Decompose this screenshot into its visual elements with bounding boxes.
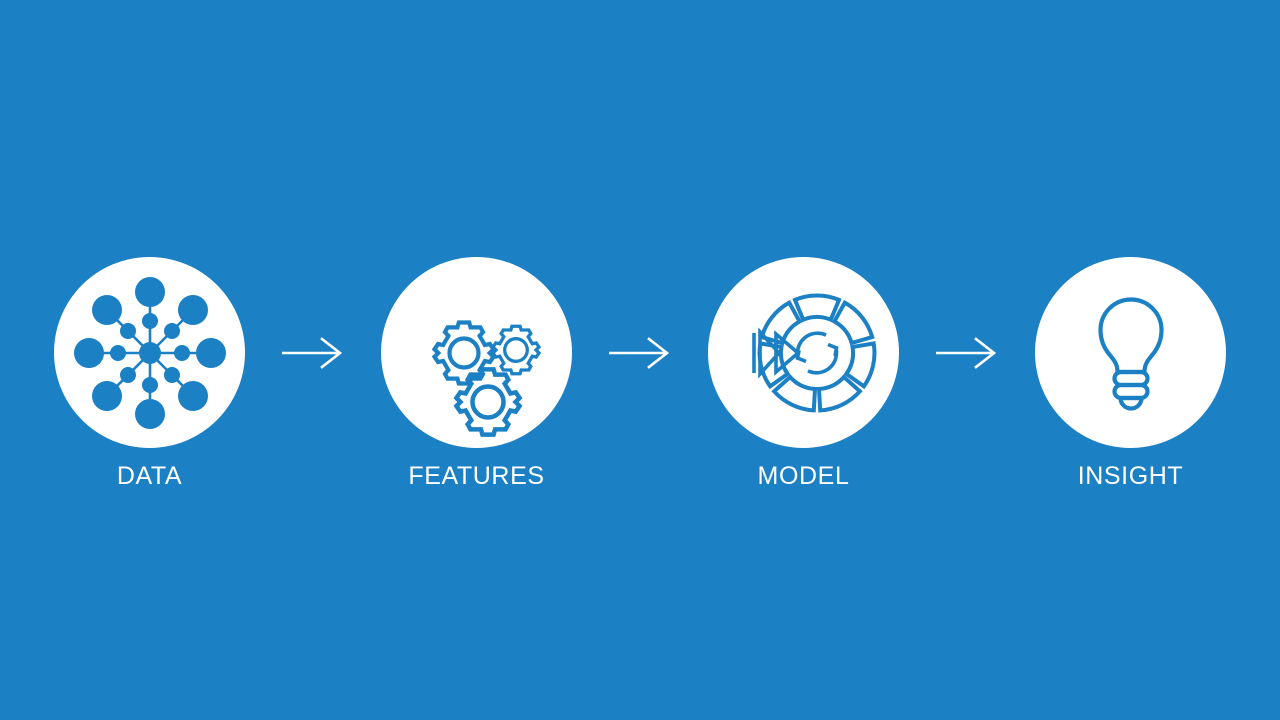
stage-label-insight: INSIGHT [1077,462,1184,490]
stage-features[interactable]: FEATURES [381,257,572,490]
stage-features-disc [381,257,572,448]
stage-model-disc [708,257,899,448]
arrow-right-icon [282,336,343,369]
arrow-right-icon [609,336,670,369]
gears-icon [431,319,541,437]
process-pipeline: DATA [0,257,1280,497]
stage-label-data: DATA [116,462,183,490]
stage-label-features: FEATURES [408,462,545,490]
model-wheel-icon [751,293,876,412]
connector-data-to-features [245,257,382,448]
lightbulb-icon [1097,296,1164,411]
stage-label-model: MODEL [757,462,850,490]
connector-features-to-model [572,257,709,448]
network-nodes-icon [73,276,226,429]
connector-model-to-insight [899,257,1036,448]
stage-insight-disc [1035,257,1226,448]
arrow-right-icon [936,336,997,369]
stage-data[interactable]: DATA [54,257,245,490]
stage-data-disc [54,257,245,448]
stage-model[interactable]: MODEL [708,257,899,490]
stage-insight[interactable]: INSIGHT [1035,257,1226,490]
